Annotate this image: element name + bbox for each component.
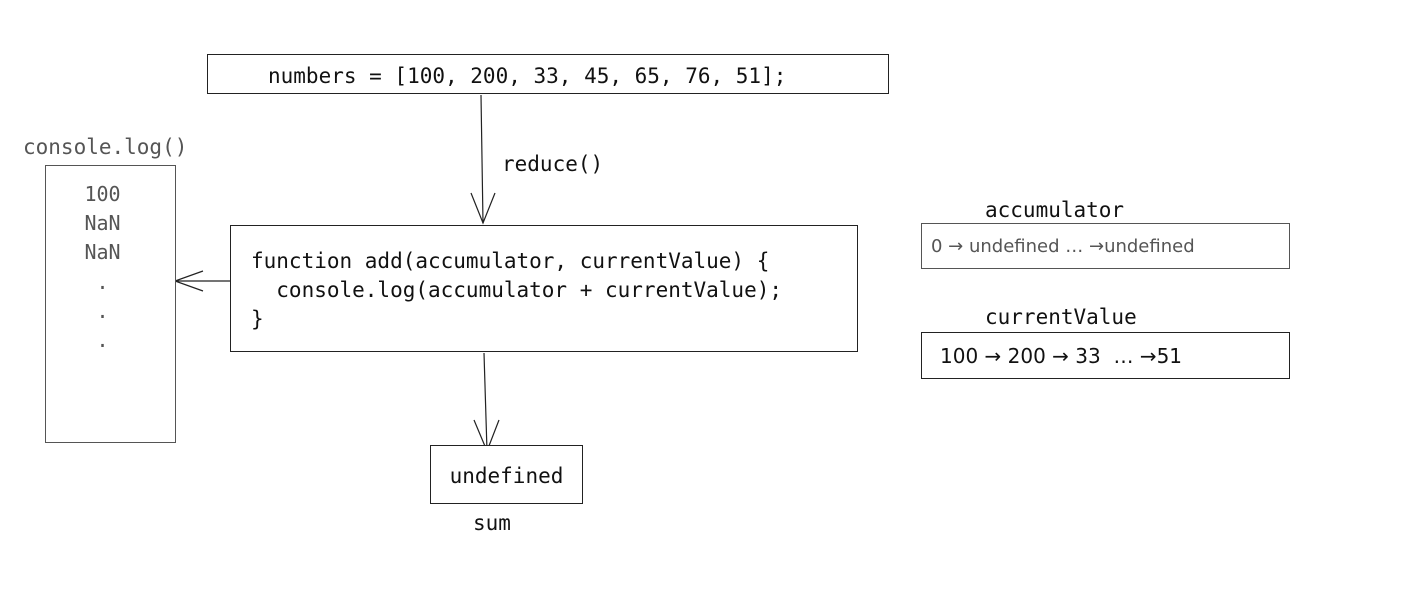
reduce-arrow	[480, 94, 484, 224]
accumulator-box: 0 → undefined … →undefined	[921, 223, 1290, 269]
accumulator-title: accumulator	[985, 198, 1125, 222]
reduce-arrowhead	[470, 192, 496, 225]
result-caption: sum	[473, 511, 511, 535]
console-line-6: .	[96, 328, 109, 352]
console-line-2: NaN	[84, 211, 121, 235]
current-value-sequence: 100 → 200 → 33 … →51	[940, 344, 1183, 368]
function-box: function add(accumulator, currentValue) …	[230, 225, 858, 352]
console-panel: 100 NaN NaN . . .	[45, 165, 176, 443]
console-line-3: NaN	[84, 240, 121, 264]
array-declaration: numbers = [100, 200, 33, 45, 65, 76, 51]…	[268, 64, 787, 88]
result-value: undefined	[449, 464, 564, 488]
console-title: console.log()	[23, 135, 188, 159]
console-line-1: 100	[84, 182, 121, 206]
reduce-label: reduce()	[502, 152, 604, 176]
function-line-1: function add(accumulator, currentValue) …	[251, 249, 770, 273]
result-arrow	[483, 352, 488, 452]
current-value-title: currentValue	[985, 305, 1137, 329]
function-line-2: console.log(accumulator + currentValue);	[251, 278, 783, 302]
function-line-3: }	[251, 307, 264, 331]
console-line-5: .	[96, 299, 109, 323]
result-box: undefined	[430, 445, 583, 504]
array-box: numbers = [100, 200, 33, 45, 65, 76, 51]…	[207, 54, 889, 94]
current-value-box: 100 → 200 → 33 … →51	[921, 332, 1290, 379]
accumulator-sequence: 0 → undefined … →undefined	[931, 236, 1195, 257]
console-line-4: .	[96, 270, 109, 294]
